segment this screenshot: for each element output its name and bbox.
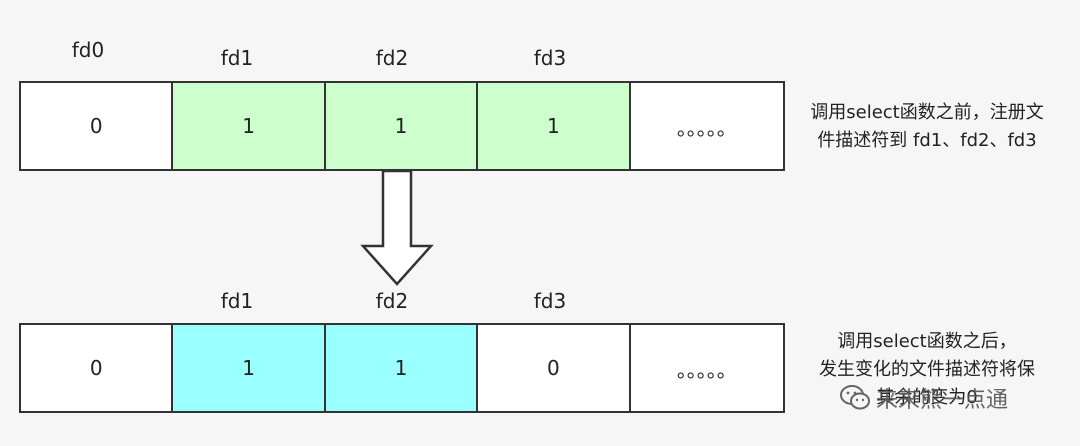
bottom-cell-fd3: 0 (478, 325, 631, 411)
bottom-cell-fd1: 1 (173, 325, 326, 411)
bottom-cell-fd2: 1 (325, 325, 479, 411)
top-label-fd3: fd3 (533, 46, 567, 70)
bottom-cell-ellipsis: 。。。。。 (676, 357, 737, 382)
bottom-fdset-row: 0 1 1 0 。。。。。 (19, 323, 785, 413)
bottom-cell-fd0: 0 (21, 325, 174, 411)
top-cell-fd2: 1 (325, 83, 479, 169)
bottom-note: 调用select函数之后， 发生变化的文件描述符将保 其余的变为0 (792, 328, 1062, 412)
top-cell-fd3: 1 (478, 83, 631, 169)
bottom-note-line-3: 其余的变为0 (876, 387, 978, 408)
top-label-fd0: fd0 (71, 38, 105, 62)
top-label-fd2: fd2 (375, 46, 409, 70)
top-cell-fd0: 0 (21, 83, 174, 169)
bottom-label-fd1: fd1 (220, 289, 254, 313)
down-arrow-icon (360, 170, 434, 286)
top-note-line-2: 件描述符到 fd1、fd2、fd3 (817, 130, 1037, 151)
top-cell-fd1: 1 (173, 83, 326, 169)
bottom-label-fd2: fd2 (375, 289, 409, 313)
top-cell-ellipsis: 。。。。。 (676, 115, 737, 140)
bottom-label-fd3: fd3 (533, 289, 567, 313)
wechat-icon (840, 385, 870, 410)
top-note-line-1: 调用select函数之前，注册文 (810, 102, 1044, 123)
bottom-note-line-2: 发生变化的文件描述符将保 (819, 359, 1035, 380)
bottom-note-line-1: 调用select函数之后， (837, 331, 1017, 352)
top-label-fd1: fd1 (220, 46, 254, 70)
watermark: 来来熊一点通 (840, 382, 1008, 414)
top-fdset-row: 0 1 1 1 。。。。。 (19, 81, 785, 171)
watermark-text: 来来熊一点通 (876, 388, 1009, 413)
top-note: 调用select函数之前，注册文 件描述符到 fd1、fd2、fd3 (792, 99, 1062, 155)
